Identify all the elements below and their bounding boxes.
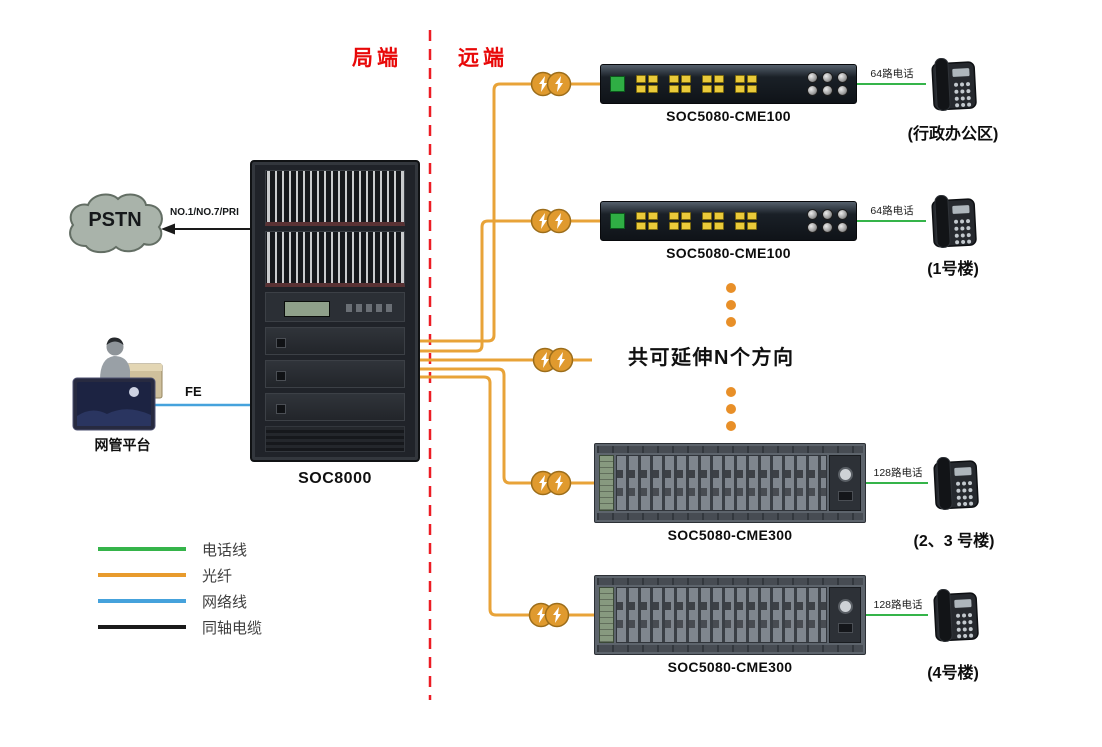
rj45-port-group (702, 212, 724, 230)
rack-soc8000 (250, 160, 420, 462)
chassis-card-area (597, 453, 863, 513)
rack-unit (265, 393, 405, 421)
nms-workstation (72, 318, 167, 433)
legend-item: 电话线 (98, 536, 262, 562)
site-label: (行政办公区) (907, 126, 999, 143)
zone-label-local: 局端 (352, 47, 402, 70)
legend-swatch-phone-line (98, 547, 186, 551)
control-card (599, 587, 614, 643)
phone-icon (926, 192, 978, 250)
legend-swatch-network-line (98, 599, 186, 603)
legend: 电话线 光纤 网络线 同轴电缆 (98, 536, 262, 640)
legend-item: 光纤 (98, 562, 262, 588)
power-module (829, 455, 861, 511)
chassis-bottom-rail (597, 645, 863, 652)
fiber-coupler-icon (530, 208, 572, 234)
rack-buttons (346, 304, 392, 312)
rack-label: SOC8000 (298, 470, 372, 487)
control-card (599, 455, 614, 511)
device-label: SOC5080-CME100 (666, 108, 791, 124)
operator-computer-icon (72, 318, 167, 433)
line-card-slots (616, 587, 827, 643)
telephone (926, 192, 978, 250)
device-cme100-2 (600, 201, 857, 241)
rj45-port-group (735, 212, 757, 230)
fiber-coupler-icon (530, 71, 572, 97)
rj45-port-group (669, 212, 691, 230)
bnc-connectors (807, 209, 848, 233)
phone-icon (928, 586, 980, 644)
phone-capacity-label: 128路电话 (873, 599, 923, 611)
fiber-line-2 (420, 219, 600, 353)
trunk-arrowhead-icon (161, 223, 175, 235)
legend-swatch-coax (98, 625, 186, 629)
phone-capacity-label: 64路电话 (870, 68, 914, 80)
site-label: (4号楼) (927, 665, 979, 682)
chassis-card-area (597, 585, 863, 645)
phone-icon (928, 454, 980, 512)
rj45-port-group (636, 75, 658, 93)
fiber-coupler-icon (532, 347, 574, 373)
pstn-label: PSTN (88, 209, 142, 231)
fiber-lines (420, 82, 600, 617)
terminal-block (610, 76, 625, 92)
phone-lines (857, 83, 928, 616)
phone-capacity-label: 128路电话 (873, 467, 923, 479)
line-card-slots (616, 455, 827, 511)
telephone (926, 55, 978, 113)
rj45-port-group (669, 75, 691, 93)
fiber-line-4 (420, 367, 594, 485)
telephone (928, 454, 980, 512)
rack-card-cage (265, 170, 405, 226)
device-label: SOC5080-CME300 (667, 527, 793, 543)
legend-swatch-fiber (98, 573, 186, 577)
device-cme100-1 (600, 64, 857, 104)
rack-display-screen (284, 301, 330, 317)
legend-item: 网络线 (98, 588, 262, 614)
power-module (829, 587, 861, 643)
telephone (928, 586, 980, 644)
rack-base (265, 426, 405, 452)
bnc-connectors (807, 72, 848, 96)
phone-capacity-label: 64路电话 (870, 205, 914, 217)
zone-label-remote: 远端 (458, 47, 508, 70)
rj45-port-group (702, 75, 724, 93)
legend-item: 同轴电缆 (98, 614, 262, 640)
site-label: (2、3 号楼) (913, 533, 995, 550)
legend-label: 电话线 (202, 541, 248, 559)
rj45-port-group (636, 212, 658, 230)
fiber-coupler-icon (528, 602, 570, 628)
phone-icon (926, 55, 978, 113)
legend-label: 光纤 (202, 567, 233, 585)
rack-card-cage (265, 231, 405, 287)
device-label: SOC5080-CME100 (666, 245, 791, 261)
device-cme300-2 (594, 575, 866, 655)
rj45-port-group (735, 75, 757, 93)
legend-label: 同轴电缆 (202, 619, 263, 637)
extend-dots (726, 283, 736, 431)
chassis-top-rail (597, 446, 863, 453)
nms-label: 网管平台 (94, 437, 151, 453)
chassis-bottom-rail (597, 513, 863, 520)
rack-unit (265, 327, 405, 355)
fiber-line-1 (420, 82, 600, 343)
fiber-line-5 (420, 375, 594, 617)
terminal-block (610, 213, 625, 229)
rack-unit (265, 360, 405, 388)
trunk-label: NO.1/NO.7/PRI (170, 207, 239, 218)
site-label: (1号楼) (927, 261, 979, 278)
rack-display-unit (265, 292, 405, 322)
fiber-coupler-icon (530, 470, 572, 496)
legend-label: 网络线 (202, 593, 248, 611)
rack-inner (265, 170, 405, 452)
chassis-top-rail (597, 578, 863, 585)
extend-note: 共可延伸N个方向 (628, 347, 795, 369)
device-label: SOC5080-CME300 (667, 659, 793, 675)
fe-label: FE (185, 384, 202, 399)
device-cme300-1 (594, 443, 866, 523)
